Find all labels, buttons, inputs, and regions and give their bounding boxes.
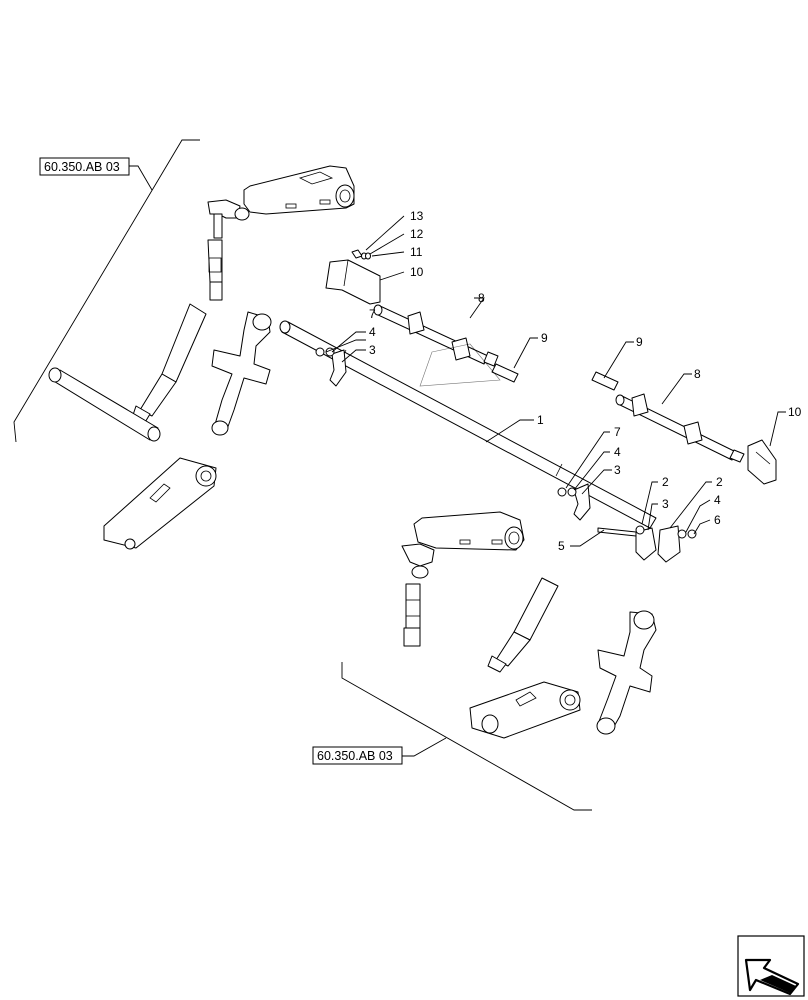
lower-ref-box xyxy=(312,746,403,765)
callout-3-a[interactable]: 3 xyxy=(369,343,376,357)
upper-left-cross-bracket xyxy=(211,311,272,436)
upper-left-axle-pin xyxy=(48,367,161,442)
upper-bolt-set xyxy=(351,249,371,260)
callout-9-b[interactable]: 9 xyxy=(636,335,643,349)
callout-11[interactable]: 11 xyxy=(410,245,423,259)
lower-cross-bracket xyxy=(596,610,657,735)
upper-pin xyxy=(491,363,519,383)
next-page-arrow-icon[interactable] xyxy=(737,935,805,997)
callout-4-a[interactable]: 4 xyxy=(369,325,376,339)
upper-left-yoke xyxy=(207,199,250,239)
upper-left-lift-arm xyxy=(243,165,355,215)
callout-13[interactable]: 13 xyxy=(410,209,424,223)
callout-7-a[interactable]: 7 xyxy=(369,307,376,321)
lower-lift-arm xyxy=(413,511,525,551)
upper-ghost-outline xyxy=(419,343,501,387)
lower-ref-label[interactable]: 60.350.AB 03 xyxy=(317,749,393,763)
callout-10-b[interactable]: 10 xyxy=(788,405,802,419)
callout-9-a[interactable]: 9 xyxy=(541,331,548,345)
upper-ref-label[interactable]: 60.350.AB 03 xyxy=(44,160,120,174)
callout-5[interactable]: 5 xyxy=(558,539,565,553)
callout-2-a[interactable]: 2 xyxy=(662,475,669,489)
callout-4-b[interactable]: 4 xyxy=(614,445,621,459)
callout-8-b[interactable]: 8 xyxy=(694,367,701,381)
callout-numbers: 1 2 2 3 3 3 4 4 4 5 6 7 7 8 8 9 9 10 10 … xyxy=(369,209,802,553)
lower-reference-bracket: 60.350.AB 03 xyxy=(312,662,592,811)
upper-left-link-rod xyxy=(207,239,223,301)
lower-mount-bracket xyxy=(747,439,777,485)
lower-link-rod xyxy=(403,583,421,647)
callout-10-a[interactable]: 10 xyxy=(410,265,424,279)
main-shaft xyxy=(279,320,657,529)
callout-1[interactable]: 1 xyxy=(537,413,544,427)
upper-left-hydraulic-cylinder xyxy=(131,303,207,425)
callout-12[interactable]: 12 xyxy=(410,227,424,241)
lower-pin xyxy=(591,371,619,391)
leader-lines xyxy=(325,215,786,547)
callout-7-b[interactable]: 7 xyxy=(614,425,621,439)
upper-cylinder xyxy=(373,304,499,367)
upper-left-lower-link xyxy=(103,457,217,550)
upper-ref-box xyxy=(39,157,130,176)
callout-6[interactable]: 6 xyxy=(714,513,721,527)
upper-clamp-bracket xyxy=(315,347,347,387)
callout-3-c[interactable]: 3 xyxy=(662,497,669,511)
callout-3-b[interactable]: 3 xyxy=(614,463,621,477)
callout-8-a[interactable]: 8 xyxy=(478,291,485,305)
callout-4-c[interactable]: 4 xyxy=(714,493,721,507)
callout-2-b[interactable]: 2 xyxy=(716,475,723,489)
upper-mount-bracket xyxy=(325,259,381,305)
end-clamp-brackets xyxy=(597,525,697,563)
lower-hydraulic-cylinder xyxy=(487,577,559,673)
upper-reference-bracket: 60.350.AB 03 xyxy=(13,139,200,443)
lower-lower-link xyxy=(469,681,581,739)
lower-cylinder xyxy=(615,393,745,463)
lower-yoke xyxy=(401,543,435,579)
